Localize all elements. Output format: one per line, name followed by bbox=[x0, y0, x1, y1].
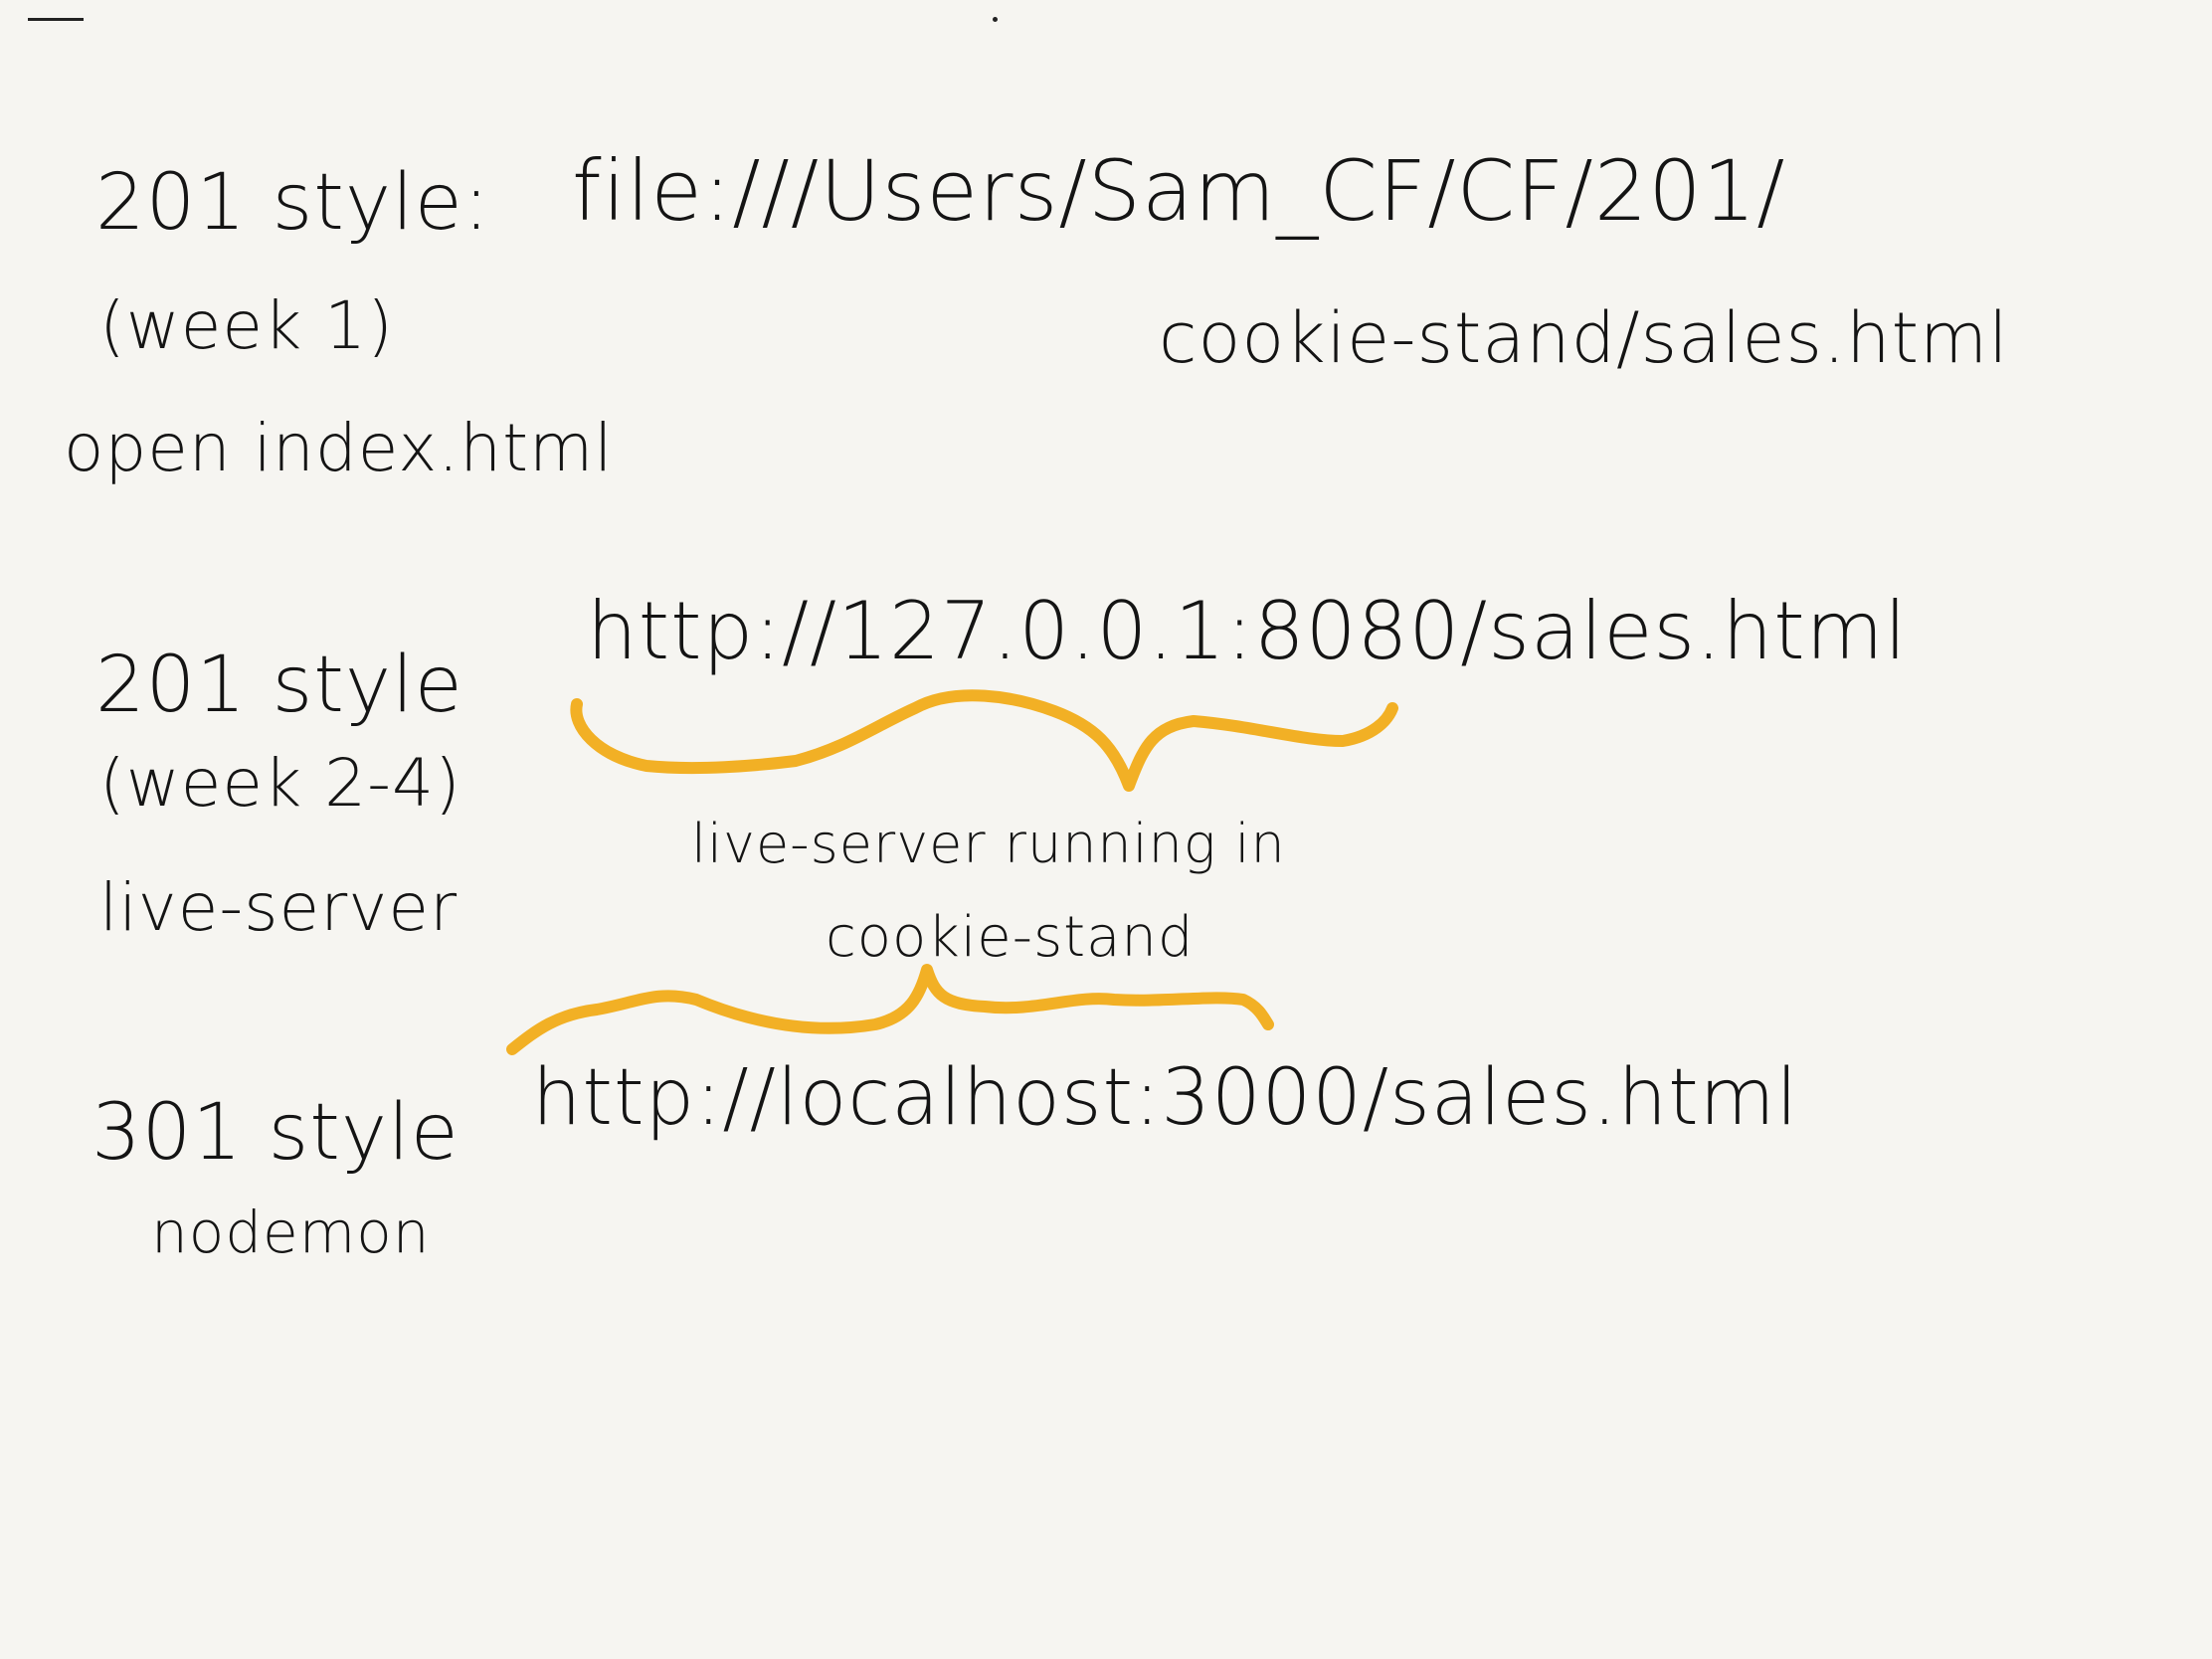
section-201-week24-url: http://127.0.0.1:8080/sales.html bbox=[587, 585, 1908, 677]
minimize-handle[interactable] bbox=[28, 18, 84, 21]
lower-brace bbox=[506, 964, 1274, 1055]
brace-note-line1: live-server running in bbox=[691, 813, 1286, 875]
page-indicator-dot bbox=[993, 17, 998, 22]
section-201-week1-url-line1: file:///Users/Sam_CF/CF/201/ bbox=[572, 142, 1786, 240]
section-201-week1-method-label: open index.html bbox=[64, 410, 614, 486]
section-201-week1-url-line2: cookie-stand/sales.html bbox=[1159, 297, 2009, 379]
upper-brace bbox=[570, 689, 1398, 792]
section-201-week24-week-label: (week 2-4) bbox=[99, 745, 461, 822]
section-201-week24-style-label: 201 style bbox=[95, 641, 463, 730]
section-301-method-label: nodemon bbox=[151, 1198, 431, 1266]
section-201-week1-week-label: (week 1) bbox=[99, 287, 394, 364]
brace-note-line2: cookie-stand bbox=[826, 905, 1195, 970]
section-201-week24-method-label: live-server bbox=[99, 869, 459, 946]
section-301-url: http://localhost:3000/sales.html bbox=[532, 1053, 1799, 1143]
section-301-style-label: 301 style bbox=[92, 1088, 460, 1178]
section-201-week1-style-label: 201 style: bbox=[95, 158, 490, 248]
